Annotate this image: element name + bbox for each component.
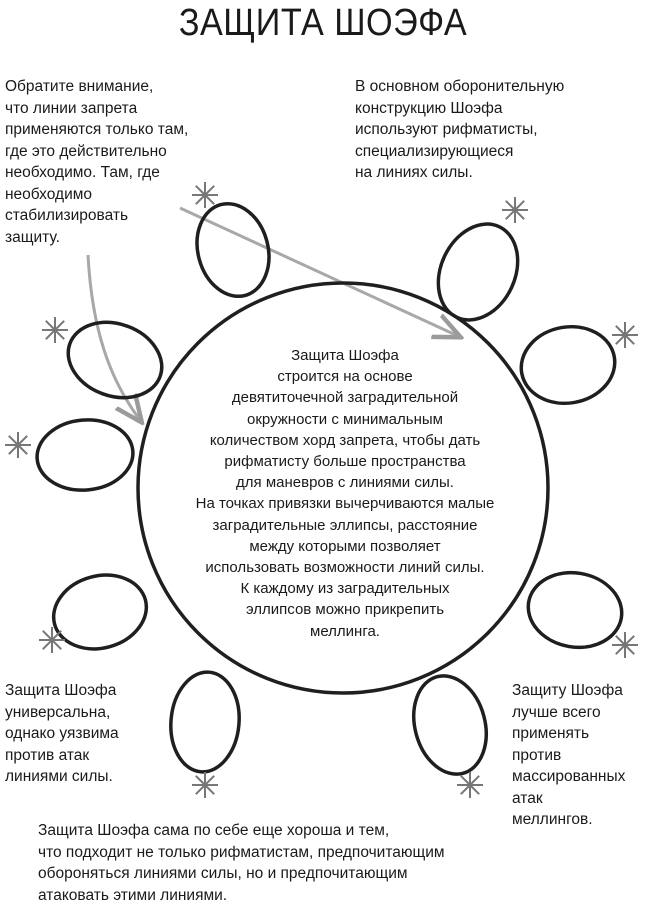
page-title: ЗАЩИТА ШОЭФА [178, 2, 468, 44]
note-center: Защита Шоэфа строится на основе девятито… [195, 347, 495, 640]
small-ellipse [436, 222, 520, 322]
note-bottom: Защита Шоэфа сама по себе еще хороша и т… [38, 822, 445, 904]
small-ellipse [519, 324, 617, 406]
forbiddance-line-arrow [179, 206, 458, 336]
star-anchor-icon [42, 317, 68, 343]
star-anchor-icon [39, 627, 65, 653]
star-anchor-icon [5, 432, 31, 458]
small-ellipse [526, 570, 624, 650]
small-ellipse [35, 418, 135, 492]
note-top-left: Обратите внимание, что линии запрета при… [5, 78, 189, 246]
main-warding-circle [136, 281, 550, 695]
small-ellipse [169, 670, 241, 774]
small-ellipse [412, 674, 488, 776]
star-anchor-icon [192, 182, 218, 208]
star-anchor-icon [192, 772, 218, 798]
small-ellipse [66, 320, 164, 400]
small-ellipse [195, 201, 271, 299]
pointer-arrow [86, 254, 140, 420]
small-ellipse [51, 573, 149, 651]
note-top-right: В основном оборонительную конструкцию Шо… [355, 78, 565, 181]
star-anchor-icon [502, 197, 528, 223]
note-bottom-right: Защиту Шоэфа лучше всего применять проти… [512, 682, 626, 828]
note-bottom-left: Защита Шоэфа универсальна, однако уязвим… [5, 682, 119, 785]
star-anchor-icon [612, 632, 638, 658]
star-anchor-icon [457, 772, 483, 798]
star-anchor-icon [612, 322, 638, 348]
